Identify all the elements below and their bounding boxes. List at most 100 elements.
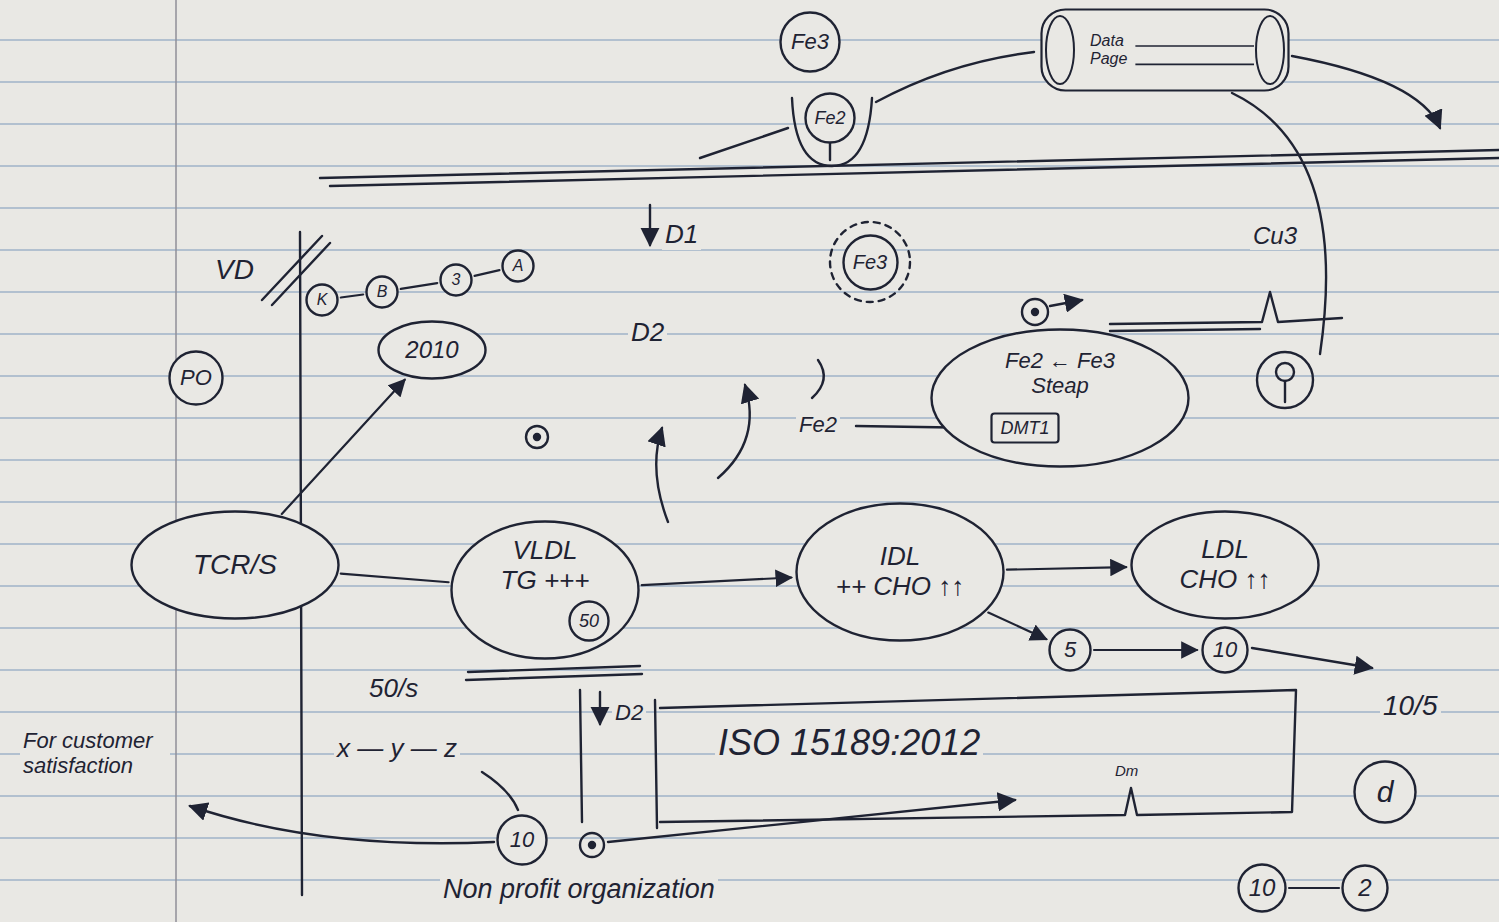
dot-circle <box>1022 299 1048 325</box>
dot-circle <box>580 833 604 857</box>
value-circle: 10 <box>1201 626 1249 674</box>
scroll-curl <box>1046 16 1074 84</box>
tcr-oval: TCR/S <box>130 510 340 620</box>
node-text: TCR/S <box>193 549 277 581</box>
cup-stem <box>829 141 831 160</box>
node-text: B <box>377 283 388 301</box>
node-content: 2 <box>1358 874 1371 902</box>
note-text: Non profit organization <box>440 874 718 905</box>
dot <box>589 842 595 848</box>
label-anchor: D1 <box>662 220 701 250</box>
node-outline-shape <box>132 512 339 619</box>
ruled-line <box>0 501 1499 502</box>
node-outline-shape <box>932 330 1189 467</box>
node-outline-shape <box>1343 866 1388 911</box>
iron-circle: Fe2 <box>804 92 856 144</box>
scroll-curl <box>1256 16 1284 84</box>
bracket-line <box>660 690 1296 822</box>
down-arrow <box>649 205 651 245</box>
node-outline-shape <box>379 322 486 379</box>
cell-symbol <box>1284 381 1286 402</box>
node-text: Page <box>1090 50 1127 68</box>
ruled-line <box>0 165 1499 166</box>
label-anchor: D2 <box>628 318 667 348</box>
ruled-line <box>0 669 1499 670</box>
iron-circle: Fe3 <box>779 11 841 73</box>
node-text: Fe2 <box>814 108 845 129</box>
node-outline-shape <box>452 522 639 659</box>
peak-trace <box>1110 292 1342 324</box>
connector <box>341 295 363 298</box>
curve-line <box>1232 93 1326 354</box>
blank-line <box>1135 45 1254 47</box>
cell-circle <box>1257 352 1313 408</box>
vertical-line <box>655 700 657 828</box>
node-content: 10 <box>1213 637 1237 662</box>
marker-label: VD <box>212 254 257 286</box>
label-anchor: 50/s <box>366 674 421 704</box>
chain-circle: A <box>501 249 535 283</box>
margin-line <box>175 0 177 922</box>
connector <box>401 283 437 289</box>
ruled-line <box>0 207 1499 208</box>
double-line <box>320 150 1499 178</box>
chain-circle: B <box>365 275 399 309</box>
node-content: VLDLTG +++ <box>501 536 590 596</box>
chain-circle: 3 <box>439 263 473 297</box>
node-outline-shape <box>1132 512 1319 619</box>
value-circle: 10 <box>496 814 548 866</box>
node-content: LDLCHO ↑↑ <box>1180 535 1271 595</box>
curve-arrow <box>190 806 494 843</box>
blank-line <box>1135 64 1254 66</box>
node-content: 50 <box>579 611 599 632</box>
node-outline-shape <box>781 13 840 72</box>
lipoprotein-oval: LDLCHO ↑↑ <box>1130 510 1320 620</box>
peak-label: Dm <box>1112 762 1141 779</box>
node-text: A <box>513 257 524 275</box>
year-oval: 2010 <box>377 320 487 380</box>
node-outline-shape <box>367 277 398 308</box>
label-anchor: Fe2 <box>796 412 840 437</box>
note-text: 10/5 <box>1380 690 1441 722</box>
date-scroll: DataPage <box>1040 8 1290 92</box>
cell-symbol <box>1276 363 1294 381</box>
node-content: TCR/S <box>193 549 277 581</box>
node-text: 50 <box>579 611 599 632</box>
node-outline-shape <box>1239 865 1286 912</box>
curve-arrow <box>718 385 750 478</box>
connector <box>475 270 500 276</box>
node-outline-shape <box>170 352 223 405</box>
small-arrow <box>1050 300 1082 306</box>
lipoprotein-oval: VLDLTG +++ 50 <box>450 520 640 660</box>
node-outline-shape <box>441 265 472 296</box>
connector <box>1094 649 1197 651</box>
label-anchor: ISO 15189:2012 <box>715 722 983 763</box>
node-content: Fe2 ← Fe3Steap <box>1005 348 1115 399</box>
node-content: 2010 <box>405 336 458 364</box>
node-content: Fe3 <box>791 29 829 54</box>
value-circle: 2 <box>1341 864 1389 912</box>
node-outline-shape <box>498 816 547 865</box>
connector <box>642 578 792 586</box>
node-text: Steap <box>1005 373 1115 398</box>
value-circle: 10 <box>1237 863 1287 913</box>
pen-sketch <box>190 52 1499 895</box>
ruled-line <box>0 333 1499 334</box>
pointer-line <box>482 772 518 810</box>
node-content: DMT1 <box>1001 418 1050 439</box>
node-text: LDL <box>1180 535 1271 565</box>
node-text: 2010 <box>405 336 458 364</box>
node-content: DataPage <box>1090 32 1127 69</box>
ruled-line <box>0 627 1499 628</box>
transporter-box: DMT1 <box>990 412 1060 444</box>
node-outline-shape <box>503 251 534 282</box>
label-anchor: 10/5 <box>1380 690 1441 722</box>
node-outline-shape <box>570 602 609 641</box>
node-text: 5 <box>1064 637 1076 662</box>
ruled-line <box>0 795 1499 796</box>
node-content: PO <box>180 365 212 390</box>
double-line <box>330 158 1499 186</box>
value-circle: 50 <box>568 600 610 642</box>
